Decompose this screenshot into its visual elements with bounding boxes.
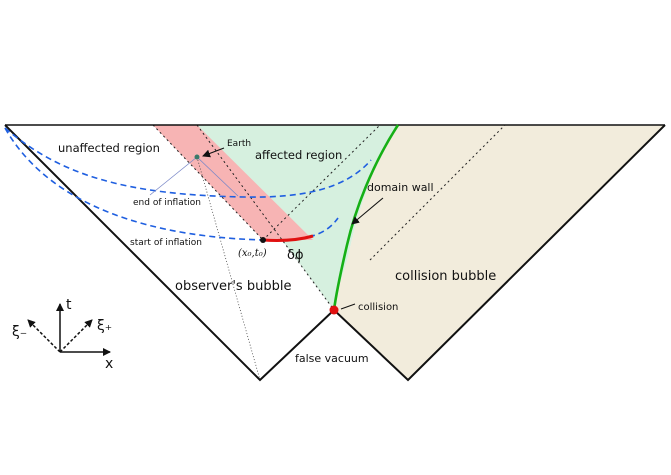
dotted-strip-edge-left	[152, 124, 264, 241]
x-axis-label: x	[105, 356, 113, 372]
collision-bubble-region	[334, 125, 665, 380]
earth-label: Earth	[227, 139, 251, 149]
collision-label: collision	[358, 302, 398, 313]
domain-wall-arrow	[351, 197, 384, 225]
coordinate-axes: t x ξ₊ ξ₋	[12, 297, 113, 372]
end-of-inflation-label: end of inflation	[133, 198, 201, 208]
t-axis-label: t	[66, 297, 72, 313]
earth-point	[194, 154, 200, 160]
collision-bubble-wall	[333, 124, 666, 382]
observers-bubble-wall	[4, 124, 335, 382]
affected-region	[197, 125, 398, 310]
unaffected-region-label: unaffected region	[58, 141, 160, 155]
collision-bubble-label: collision bubble	[395, 269, 496, 284]
collision-point	[329, 305, 339, 315]
x0t0-label: (x₀,t₀)	[238, 248, 267, 259]
dotted-strip-edge-right	[196, 124, 335, 311]
earth-arrow	[202, 147, 225, 158]
dotted-lightcone-collision	[262, 124, 381, 241]
domain-wall-label: domain wall	[367, 181, 434, 194]
xi-plus-label: ξ₊	[97, 318, 112, 334]
end-of-inflation-surface	[4, 127, 372, 198]
x0t0-point	[260, 237, 266, 243]
delta-phi-arc	[262, 234, 314, 242]
xi-minus-axis	[27, 319, 61, 353]
earth-guide-left	[149, 156, 198, 196]
dotted-lightcone-right	[369, 124, 506, 261]
observers-bubble-label: observer's bubble	[175, 279, 291, 294]
affected-region-label: affected region	[255, 148, 342, 162]
start-of-inflation-label: start of inflation	[130, 238, 202, 248]
xi-minus-label: ξ₋	[12, 324, 27, 340]
observer-strip	[153, 125, 313, 240]
earth-guide-right	[196, 156, 239, 197]
false-vacuum-label: false vacuum	[295, 352, 369, 365]
xi-plus-axis	[59, 319, 93, 353]
collision-arrow	[340, 303, 356, 310]
domain-wall-curve	[332, 124, 400, 311]
delta-phi-label: δϕ	[287, 248, 304, 263]
start-of-inflation-surface	[4, 127, 339, 241]
